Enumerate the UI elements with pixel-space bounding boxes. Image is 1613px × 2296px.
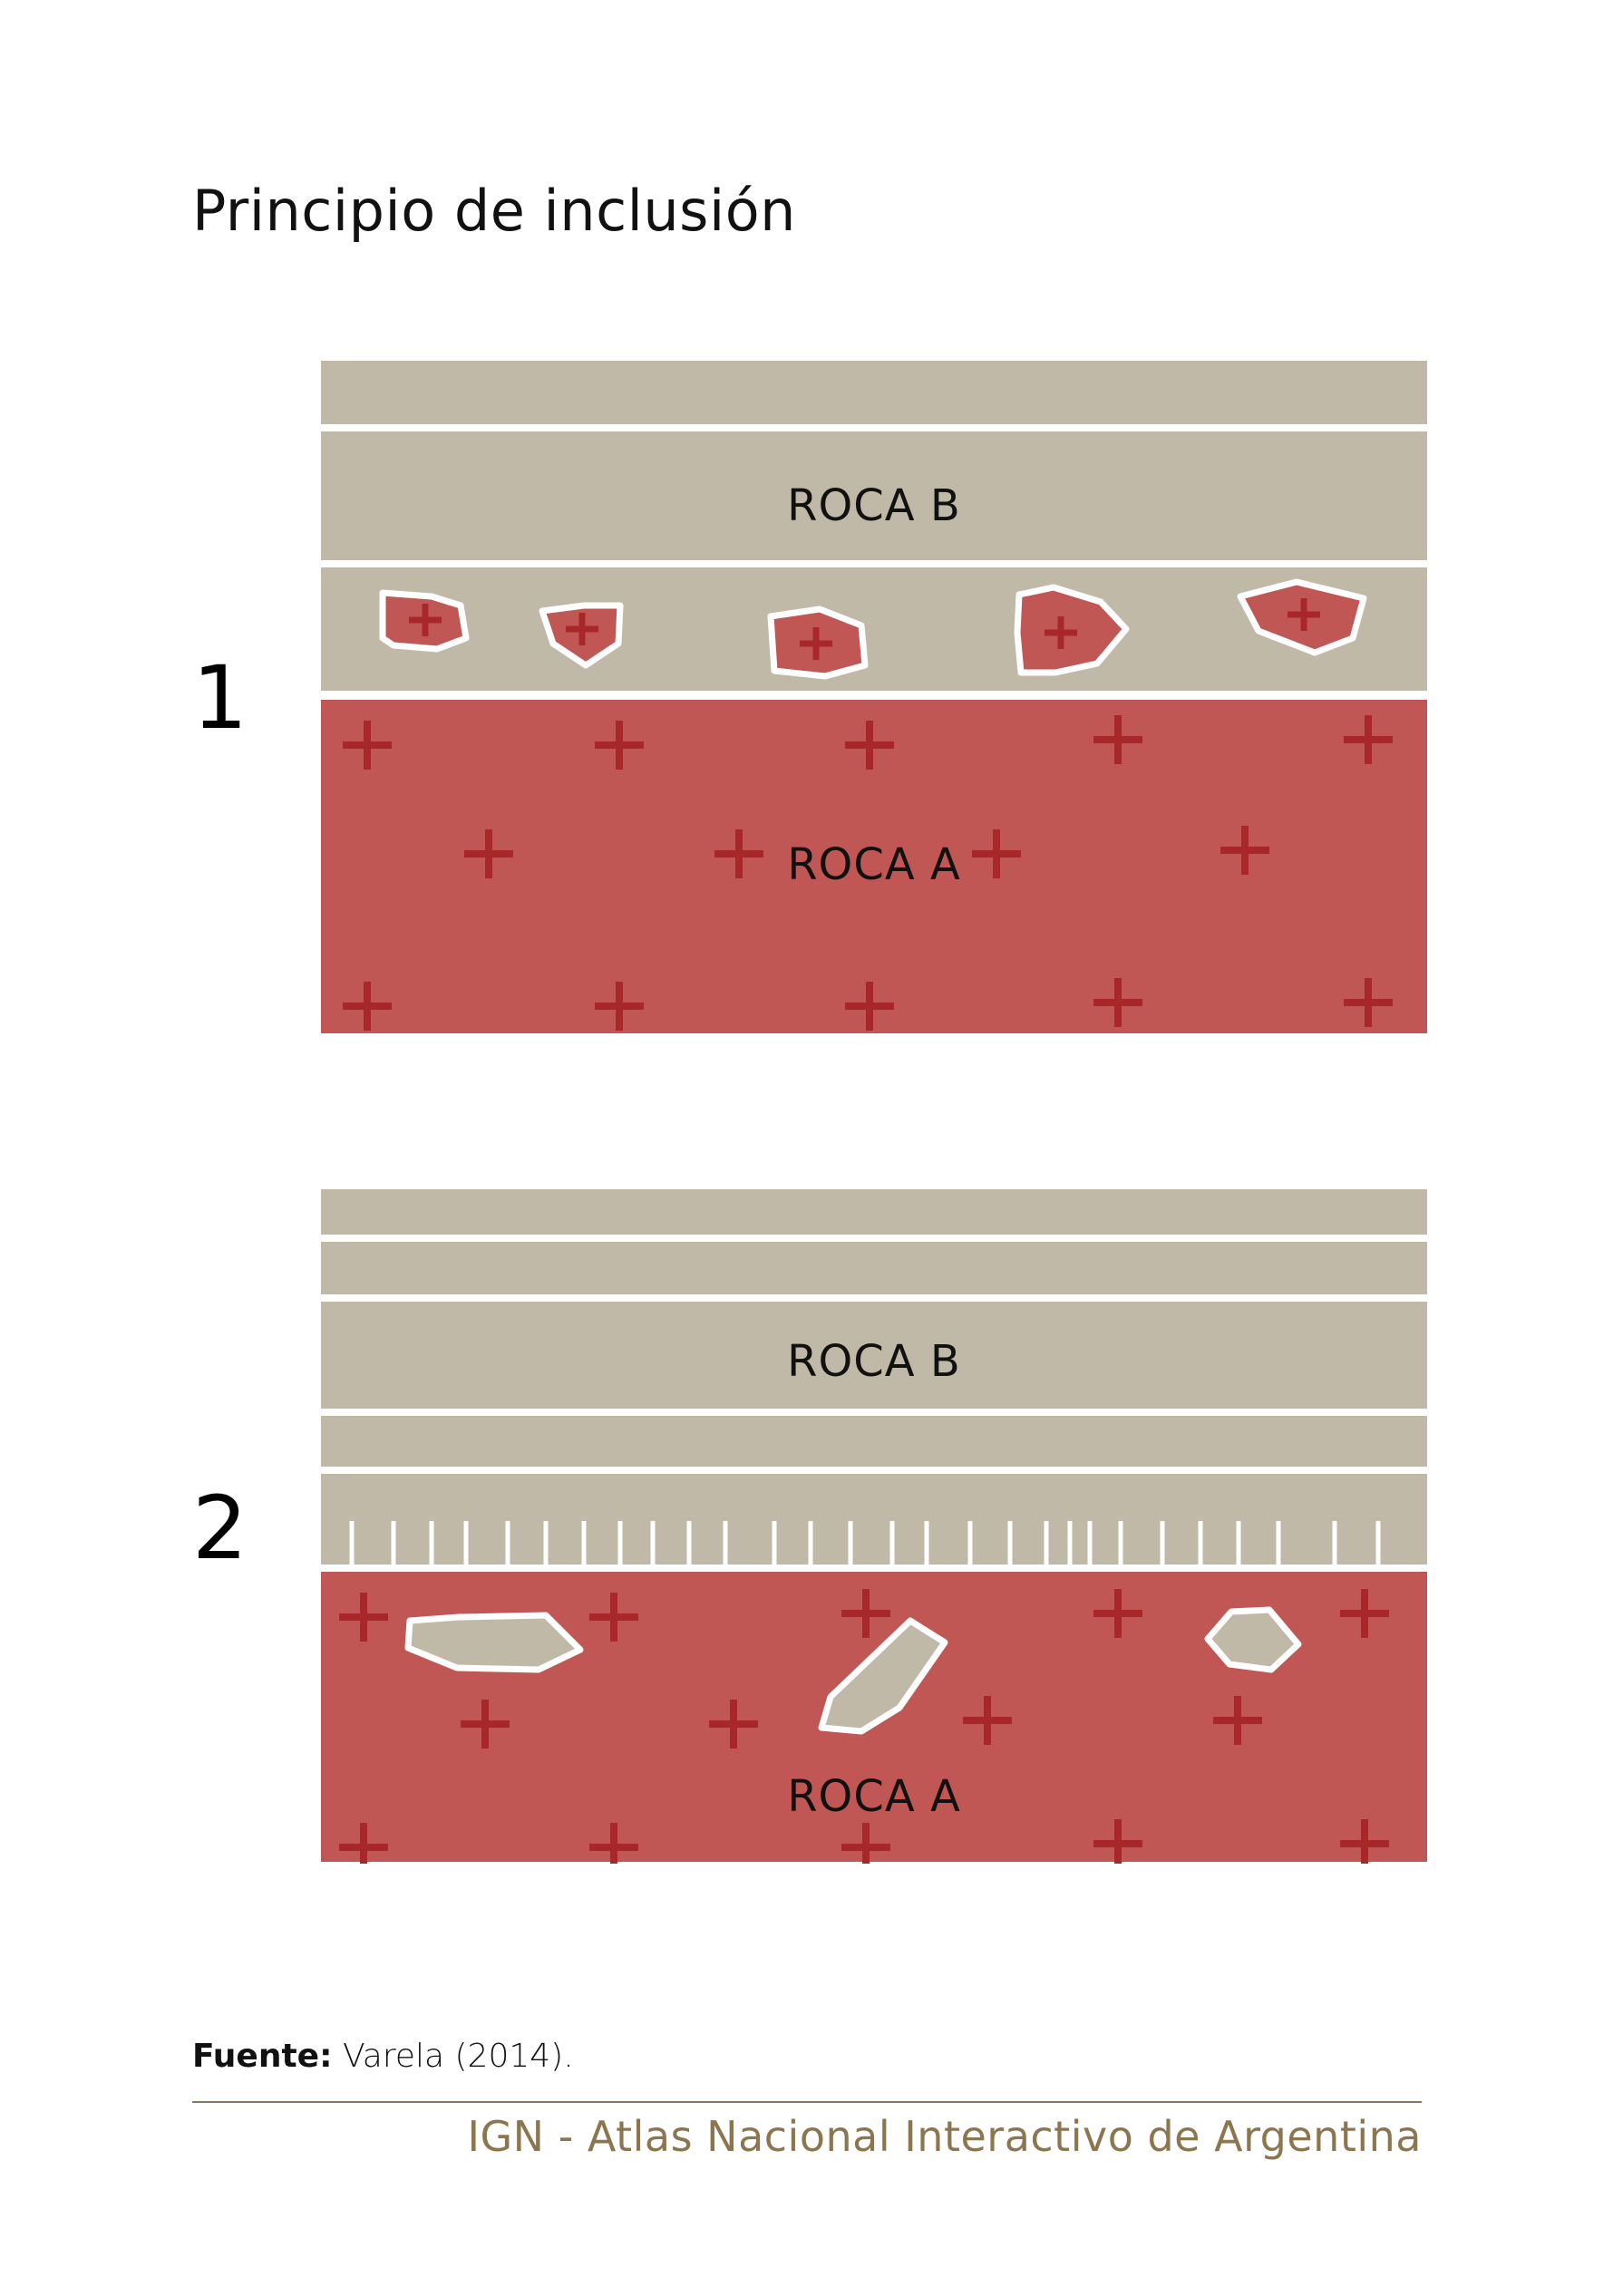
diagram-number-1: 1	[192, 647, 248, 749]
rock-b-layer-4	[321, 1416, 1427, 1467]
cross-mark	[972, 829, 1021, 878]
diagram-number-2: 2	[192, 1477, 248, 1579]
footer-divider	[192, 2101, 1422, 2103]
rock-b-inclusions	[404, 1606, 1302, 1735]
inclusion-fragment	[404, 1612, 584, 1673]
cross-mark	[343, 721, 392, 770]
rock-b-layer-main	[321, 1302, 1427, 1409]
diagram-2-inclusion-in-older-rock: ROCA B ROCA A	[321, 1189, 1427, 1864]
rock-b-label: ROCA B	[787, 480, 961, 531]
cross-mark	[1344, 978, 1393, 1027]
rock-b-layer-top	[321, 361, 1427, 424]
rock-b-label: ROCA B	[787, 1336, 961, 1387]
inclusion-fragment	[1204, 1606, 1302, 1673]
rock-b-layer-weathered	[321, 1474, 1427, 1565]
source-value: Varela (2014).	[342, 2038, 574, 2075]
cross-mark	[845, 982, 894, 1031]
footer-credit: IGN - Atlas Nacional Interactivo de Arge…	[467, 2112, 1422, 2161]
cross-mark	[841, 1823, 890, 1864]
rock-b-layer-main	[321, 431, 1427, 560]
cross-mark	[1093, 1819, 1142, 1864]
rock-b-layer-inclusions	[321, 567, 1427, 691]
cross-mark	[1093, 715, 1142, 764]
rock-a-label: ROCA A	[787, 839, 961, 890]
cross-mark	[1340, 1819, 1389, 1864]
cross-mark	[1213, 1696, 1262, 1745]
cross-mark	[1220, 826, 1269, 875]
rock-a-inclusions	[379, 578, 1367, 680]
cross-mark	[589, 1823, 638, 1864]
rock-a-crosses	[343, 715, 1393, 1031]
source-note: Fuente: Varela (2014).	[192, 2038, 574, 2075]
cross-mark	[343, 982, 392, 1031]
page-title: Principio de inclusión	[192, 178, 796, 244]
cross-mark	[1287, 598, 1320, 631]
cross-mark	[339, 1593, 388, 1642]
rock-a-crosses	[339, 1589, 1389, 1864]
rock-b-layer-2	[321, 1242, 1427, 1294]
cross-mark	[1045, 616, 1077, 649]
cross-mark	[845, 721, 894, 770]
cross-mark	[963, 1696, 1012, 1745]
cross-mark	[461, 1700, 510, 1749]
cross-mark	[800, 627, 832, 660]
cross-mark	[1093, 978, 1142, 1027]
cross-mark	[339, 1823, 388, 1864]
cross-mark	[464, 829, 513, 878]
weathering-marks	[349, 1521, 1381, 1566]
diagram-1-inclusion-in-younger-rock: ROCA B ROCA A	[321, 361, 1427, 1033]
rock-b-layer-1	[321, 1189, 1427, 1235]
inclusion-crosses	[409, 598, 1320, 660]
cross-mark	[709, 1700, 758, 1749]
cross-mark	[595, 721, 644, 770]
cross-mark	[1093, 1589, 1142, 1638]
rock-a-label: ROCA A	[787, 1771, 961, 1822]
cross-mark	[589, 1593, 638, 1642]
cross-mark	[409, 604, 442, 636]
cross-mark	[566, 613, 598, 645]
inclusion-fragment	[818, 1617, 948, 1735]
cross-mark	[1344, 715, 1393, 764]
source-label: Fuente:	[192, 2038, 333, 2075]
cross-mark	[714, 829, 763, 878]
cross-mark	[595, 982, 644, 1031]
cross-mark	[841, 1589, 890, 1638]
cross-mark	[1340, 1589, 1389, 1638]
